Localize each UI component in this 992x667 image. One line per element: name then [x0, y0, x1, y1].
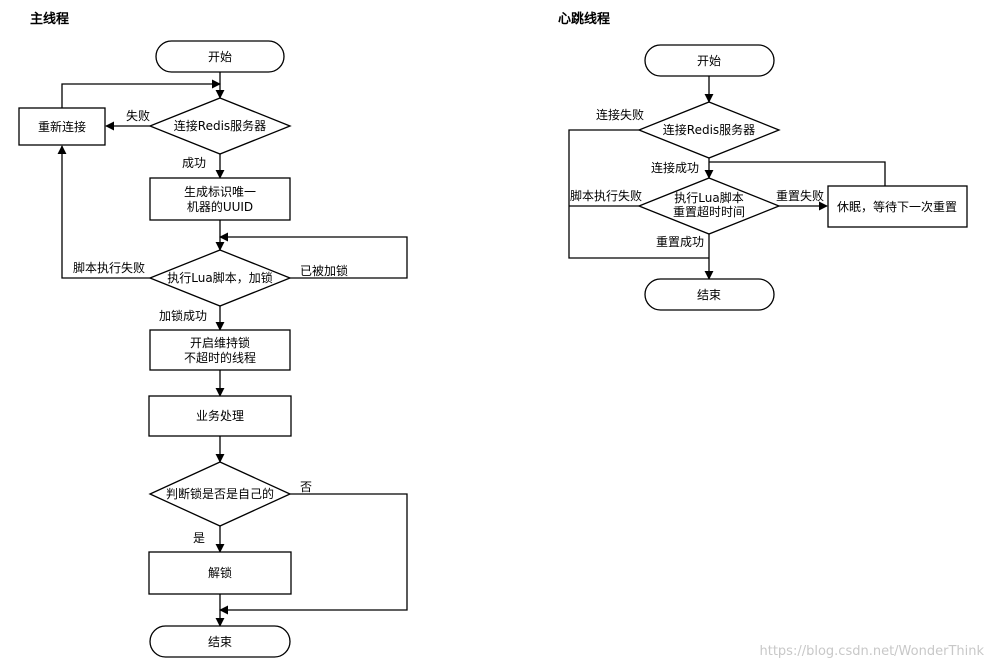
hb-label-connect-success: 连接成功 [651, 160, 699, 175]
main-uuid-box [149, 177, 291, 221]
main-node-end: 结束 [149, 625, 291, 658]
main-uuid-label-line2: 机器的UUID [187, 199, 253, 214]
heartbeat-edge-labels: 连接失败 连接成功 脚本执行失败 重置失败 重置成功 [570, 107, 824, 249]
main-connect-decision [148, 97, 292, 155]
main-lock-decision [148, 249, 292, 307]
main-node-check: 判断锁是否是自己的 [148, 461, 292, 527]
main-check-label: 判断锁是否是自己的 [166, 486, 274, 501]
hb-end-terminator [644, 278, 775, 311]
hb-sleep-label: 休眠，等待下一次重置 [837, 200, 957, 214]
main-end-label: 结束 [208, 635, 232, 649]
main-label-script-fail: 脚本执行失败 [73, 260, 145, 275]
hb-connect-decision [637, 101, 781, 159]
main-edges [57, 72, 408, 627]
hb-sleep-box [827, 185, 968, 228]
hb-label-connect-fail: 连接失败 [596, 107, 644, 122]
main-connect-label: 连接Redis服务器 [174, 118, 266, 133]
hb-script-label-line2: 重置超时时间 [673, 204, 745, 219]
heartbeat-thread-title: 心跳线程 [558, 11, 610, 27]
main-node-business: 业务处理 [148, 395, 292, 437]
main-label-already-locked: 已被加锁 [300, 263, 348, 278]
main-node-keepalive: 开启维持锁 不超时的线程 [149, 329, 291, 371]
main-keepalive-label-line1: 开启维持锁 [190, 335, 250, 350]
edge-reconnect-to-connect [61, 79, 221, 108]
edge-check-no-to-end [219, 493, 408, 615]
hb-connect-label: 连接Redis服务器 [663, 122, 755, 137]
main-keepalive-box [149, 329, 291, 371]
hb-node-sleep: 休眠，等待下一次重置 [827, 185, 968, 228]
main-node-connect: 连接Redis服务器 [148, 97, 292, 155]
main-reconnect-label: 重新连接 [38, 119, 86, 134]
main-label-lock-success: 加锁成功 [159, 308, 207, 323]
hb-edge-connect-fail-to-end [568, 129, 709, 259]
main-label-success: 成功 [182, 156, 206, 170]
main-node-uuid: 生成标识唯一 机器的UUID [149, 177, 291, 221]
main-business-box [148, 395, 292, 437]
edge-lock-fail-to-reconnect [57, 145, 150, 279]
main-edge-labels: 失败 成功 脚本执行失败 已被加锁 加锁成功 否 是 [73, 108, 348, 545]
main-label-no: 否 [300, 480, 312, 494]
main-business-label: 业务处理 [196, 408, 244, 423]
main-node-lock: 执行Lua脚本，加锁 [148, 249, 292, 307]
hb-node-start: 开始 [644, 44, 775, 77]
main-unlock-label: 解锁 [208, 565, 232, 580]
main-label-fail: 失败 [126, 108, 150, 123]
hb-node-connect: 连接Redis服务器 [637, 101, 781, 159]
hb-script-label-line1: 执行Lua脚本 [674, 190, 743, 205]
hb-node-end: 结束 [644, 278, 775, 311]
main-keepalive-label-line2: 不超时的线程 [184, 350, 256, 365]
main-check-decision [148, 461, 292, 527]
main-reconnect-box [18, 107, 106, 146]
main-end-terminator [149, 625, 291, 658]
hb-start-label: 开始 [697, 54, 721, 68]
edge-already-locked-loop [219, 232, 408, 279]
main-start-terminator [155, 40, 285, 73]
hb-edge-sleep-loop [709, 161, 886, 186]
heartbeat-edges [568, 76, 886, 280]
hb-label-reset-success: 重置成功 [656, 235, 704, 249]
main-node-reconnect: 重新连接 [18, 107, 106, 146]
main-unlock-box [148, 551, 292, 595]
heartbeat-thread-diagram: 心跳线程 开始 连接Redis服务器 执行Lua脚本 重置超时时间 [558, 11, 968, 311]
main-label-yes: 是 [193, 531, 205, 545]
hb-start-terminator [644, 44, 775, 77]
hb-node-script: 执行Lua脚本 重置超时时间 [637, 177, 781, 235]
main-thread-diagram: 主线程 开始 重新连接 连接Redis服务 [18, 11, 408, 658]
main-node-unlock: 解锁 [148, 551, 292, 595]
hb-label-script-fail: 脚本执行失败 [570, 188, 642, 203]
hb-end-label: 结束 [697, 288, 721, 302]
hb-script-decision [637, 177, 781, 235]
main-lock-label: 执行Lua脚本，加锁 [167, 270, 272, 285]
main-start-label: 开始 [208, 50, 232, 64]
main-node-start: 开始 [155, 40, 285, 73]
main-uuid-label-line1: 生成标识唯一 [184, 185, 256, 199]
hb-label-reset-fail: 重置失败 [776, 188, 824, 203]
main-thread-title: 主线程 [30, 11, 69, 27]
watermark-text: https://blog.csdn.net/WonderThink [760, 644, 985, 659]
